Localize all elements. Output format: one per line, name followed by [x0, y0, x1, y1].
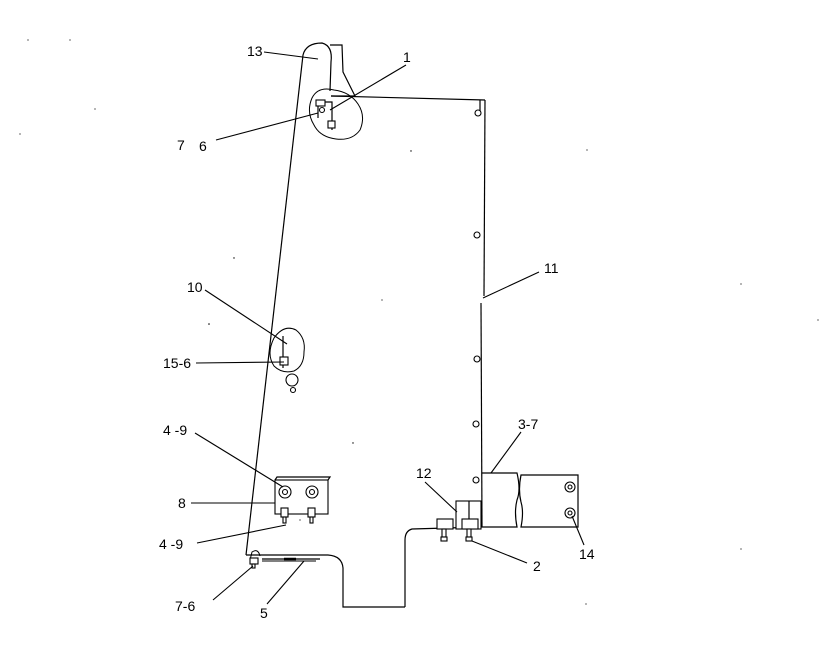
mid-cutaway-cloud	[269, 327, 305, 373]
leader-14	[571, 515, 585, 546]
panel-right-edge	[483, 99, 486, 297]
callout-14: 14	[579, 546, 595, 562]
leader-11	[482, 271, 540, 299]
callout-6-top: 6	[199, 138, 207, 154]
leader-10	[204, 289, 288, 345]
callout-1: 1	[403, 49, 411, 65]
mid-clip-detail	[269, 327, 305, 394]
callout-7-6-bottom: 7-6	[175, 598, 195, 614]
duct-upper	[482, 472, 520, 528]
leader-7-6-top	[215, 112, 319, 141]
callout-10: 10	[187, 279, 203, 295]
panel-top-edge	[330, 95, 486, 101]
leader-15-6	[195, 361, 285, 364]
leader-4-9-top	[194, 432, 284, 488]
callout-2: 2	[533, 558, 541, 574]
panel-lower-right-step	[404, 526, 483, 607]
scan-specks	[19, 39, 819, 605]
leader-12	[424, 481, 458, 513]
panel-left-edge	[245, 54, 304, 556]
callout-13: 13	[247, 43, 263, 59]
leader-5	[266, 560, 305, 605]
callout-labels: 13 1 7 6 11 10 15-6 4 -9 8 4 -9 7-6 5 12…	[159, 43, 595, 621]
leader-7-6-bottom	[212, 565, 254, 601]
top-cutaway-cloud	[308, 88, 364, 140]
duct-lower	[518, 474, 579, 528]
mount-bracket	[274, 476, 332, 524]
callout-12: 12	[416, 465, 432, 481]
leader-4-9-bottom	[196, 524, 287, 544]
callout-15-6: 15-6	[163, 355, 191, 371]
callout-8: 8	[178, 495, 186, 511]
panel-right-edge-lower	[480, 302, 483, 528]
callout-5: 5	[260, 605, 268, 621]
leader-3-7	[490, 431, 522, 474]
leader-13	[263, 51, 319, 60]
top-bracket-block	[330, 44, 356, 97]
edge-holes	[472, 109, 482, 484]
guard-panel	[245, 42, 486, 608]
callout-3-7: 3-7	[518, 416, 538, 432]
top-clip-detail	[308, 88, 364, 140]
callout-4-9-top: 4 -9	[163, 422, 187, 438]
panel-top-cap	[302, 42, 332, 92]
right-bracket-assembly	[436, 472, 579, 542]
callout-4-9-bottom: 4 -9	[159, 536, 183, 552]
callout-7-top: 7	[177, 137, 185, 153]
leader-lines	[191, 51, 585, 605]
callout-11: 11	[544, 260, 559, 276]
leader-2	[471, 540, 528, 564]
bottom-strip	[249, 550, 320, 569]
leader-1	[329, 64, 407, 111]
panel-bottom-notch	[327, 554, 405, 608]
